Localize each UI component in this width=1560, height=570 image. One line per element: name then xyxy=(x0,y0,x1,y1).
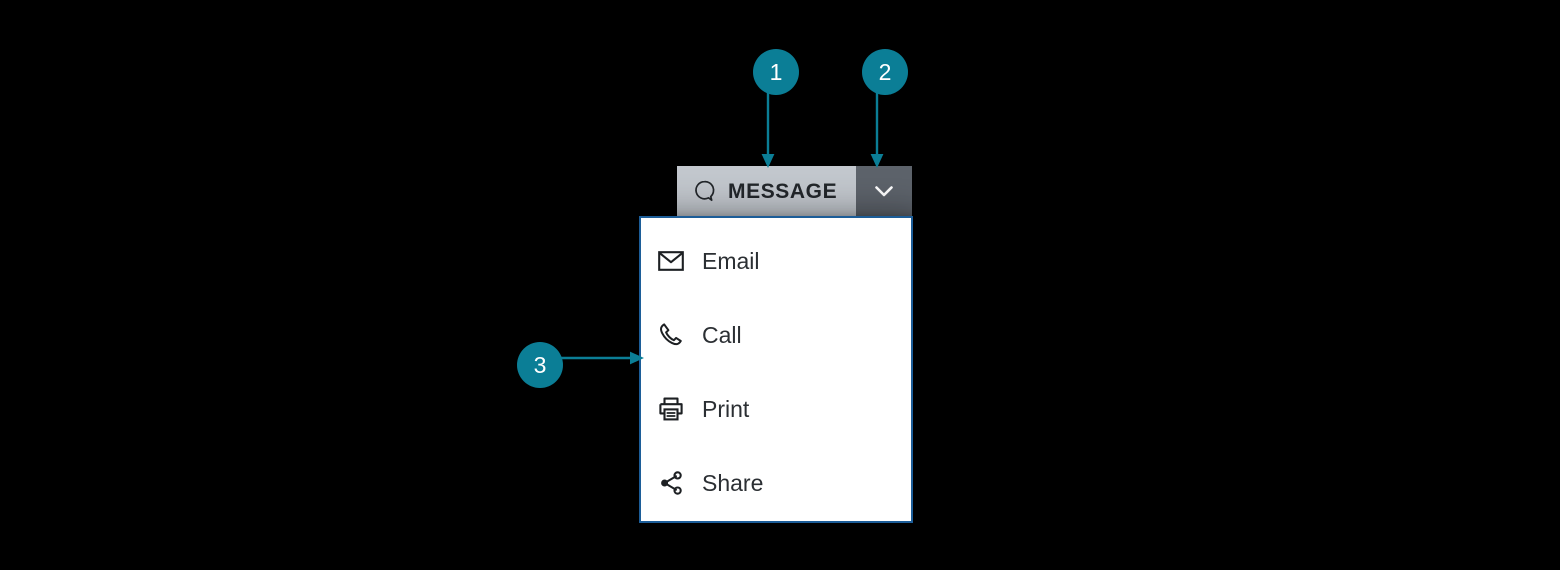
dropdown-panel[interactable]: Email Call xyxy=(639,216,913,523)
callout-arrow-2 xyxy=(869,86,885,172)
menu-item-label: Call xyxy=(702,321,742,348)
callout-badge-number: 2 xyxy=(878,58,892,85)
menu-item-call[interactable]: Call xyxy=(641,307,911,363)
chevron-down-icon xyxy=(875,186,893,197)
callout-badge-2: 2 xyxy=(862,49,908,95)
menu-item-label: Email xyxy=(702,247,760,274)
split-button-main[interactable]: MESSAGE xyxy=(677,166,856,216)
callout-badge-3: 3 xyxy=(517,342,563,388)
callout-badge-1: 1 xyxy=(753,49,799,95)
message-bubble-icon xyxy=(695,180,715,202)
printer-icon xyxy=(656,394,686,424)
menu-item-print[interactable]: Print xyxy=(641,381,911,437)
share-nodes-icon xyxy=(656,468,686,498)
callout-arrow-3 xyxy=(556,350,648,366)
menu-item-label: Print xyxy=(702,395,750,422)
callout-badge-number: 3 xyxy=(533,351,547,378)
envelope-icon xyxy=(656,246,686,276)
menu-item-share[interactable]: Share xyxy=(641,455,911,511)
menu-item-label: Share xyxy=(702,469,764,496)
callout-badge-number: 1 xyxy=(769,58,783,85)
menu-item-email[interactable]: Email xyxy=(641,233,911,289)
split-button[interactable]: MESSAGE xyxy=(677,166,912,216)
callout-arrow-1 xyxy=(760,86,776,172)
phone-icon xyxy=(656,320,686,350)
dropdown-menu-list: Email Call xyxy=(641,218,911,521)
split-button-label: MESSAGE xyxy=(728,179,838,203)
split-button-toggle[interactable] xyxy=(856,166,912,216)
